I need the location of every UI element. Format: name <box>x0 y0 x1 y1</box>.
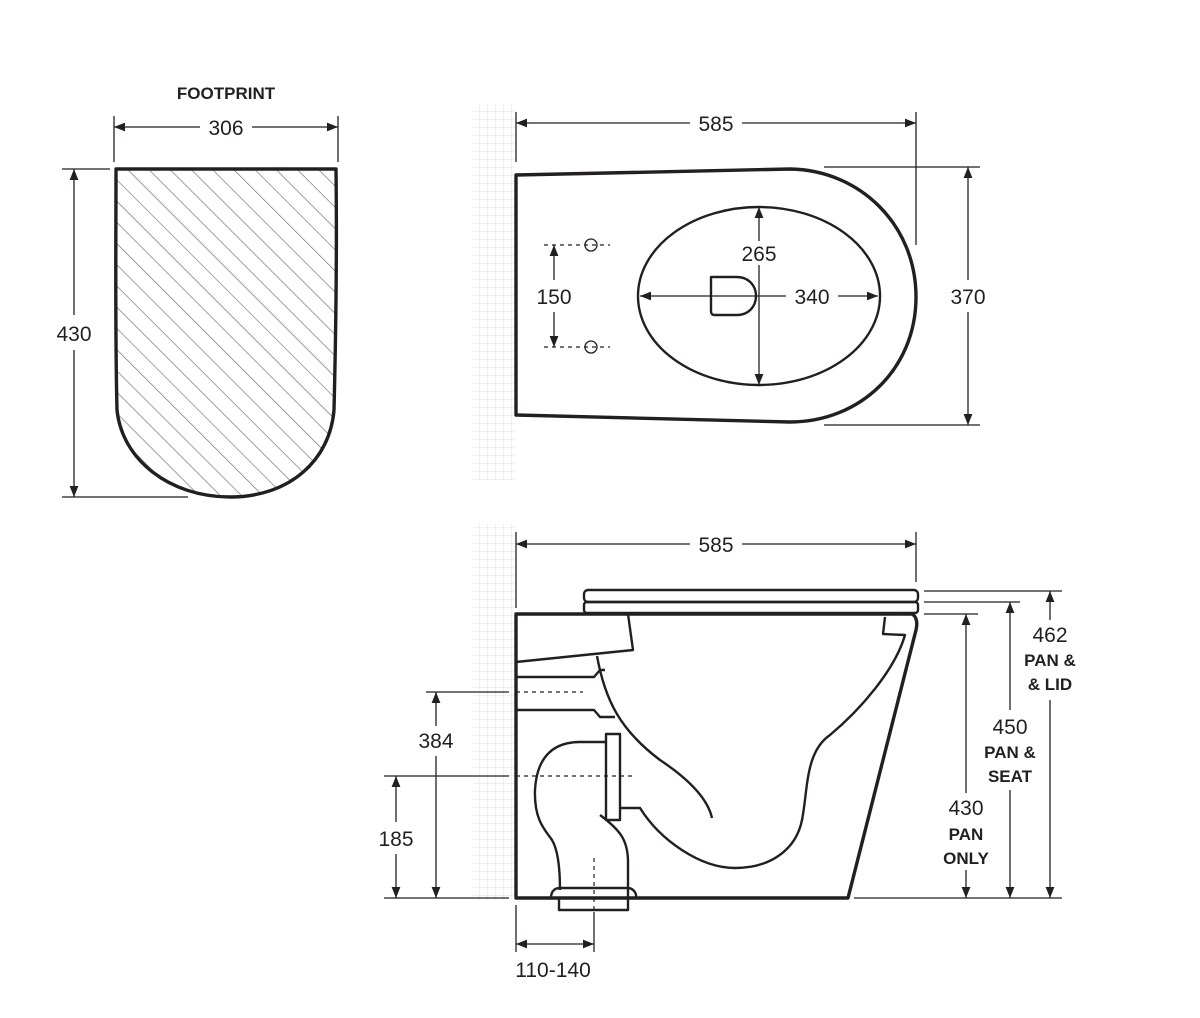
wall-hatch-side <box>473 522 515 900</box>
height-450-value: 450 <box>992 716 1027 739</box>
footprint-outline <box>114 167 339 499</box>
height-430-line2: ONLY <box>943 849 989 868</box>
fixing-hole-bottom <box>584 340 598 354</box>
wall-hatch-plan <box>473 104 515 480</box>
height-450-line1: PAN & <box>984 743 1036 762</box>
plan-length-label: 585 <box>698 113 733 136</box>
height-430-value: 430 <box>948 797 983 820</box>
side-view: 585 384 185 110-140 <box>378 522 1076 982</box>
plan-outline <box>514 167 918 424</box>
side-length-label: 585 <box>698 534 733 557</box>
setout-label: 110-140 <box>515 959 591 982</box>
plan-view: 585 265 340 370 150 <box>473 104 986 480</box>
pan-outline <box>514 612 919 900</box>
footprint-title: FOOTPRINT <box>177 84 276 103</box>
height-450-line2: SEAT <box>988 767 1033 786</box>
footprint-width-label: 306 <box>208 117 243 140</box>
outlet-shape <box>709 275 758 317</box>
footprint-hatch <box>115 169 337 497</box>
height-462-line1: PAN & <box>1024 651 1076 670</box>
footprint-view: FOOTPRINT 306 430 <box>56 84 339 499</box>
outlet-height-label: 185 <box>378 828 413 851</box>
bowl-width-label: 265 <box>741 243 776 266</box>
footprint-depth-label: 430 <box>56 323 91 346</box>
height-430-line1: PAN <box>949 825 984 844</box>
seat <box>582 600 920 615</box>
fixing-hole-top <box>584 238 598 252</box>
lid <box>582 588 920 604</box>
overall-width-label: 370 <box>950 286 985 309</box>
fixing-spacing-label: 150 <box>536 286 571 309</box>
inlet-height-label: 384 <box>418 730 453 753</box>
height-462-value: 462 <box>1032 624 1067 647</box>
height-462-line2: & LID <box>1028 675 1072 694</box>
bowl-length-label: 340 <box>794 286 829 309</box>
